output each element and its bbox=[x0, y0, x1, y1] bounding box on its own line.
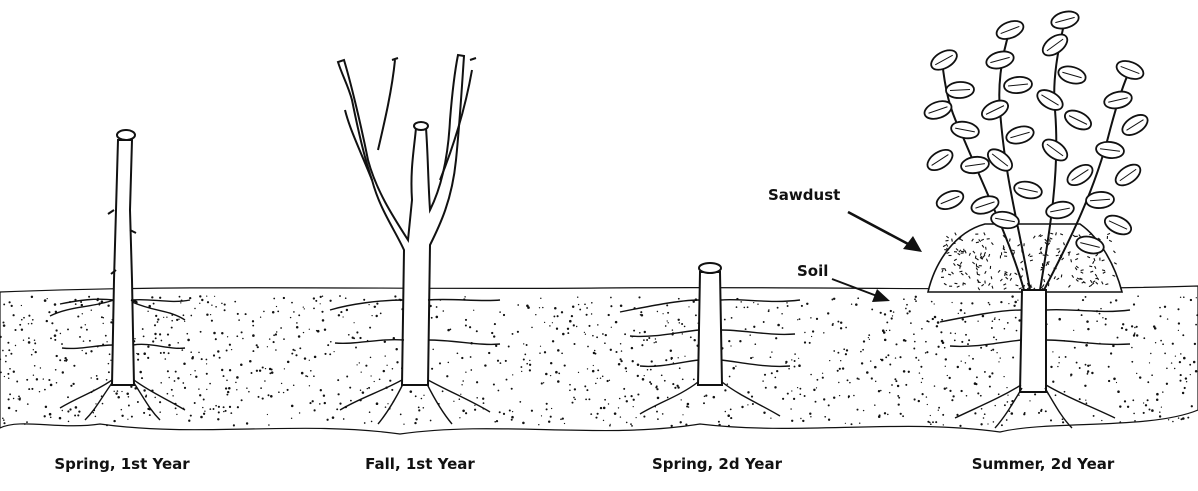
caption-spring-1st-year: Spring, 1st Year bbox=[54, 455, 189, 473]
sawdust-arrow bbox=[848, 212, 922, 252]
caption-fall-1st-year: Fall, 1st Year bbox=[365, 455, 475, 473]
caption-summer-2d-year: Summer, 2d Year bbox=[972, 455, 1115, 473]
soil-label: Soil bbox=[797, 262, 828, 280]
sawdust-label: Sawdust bbox=[768, 186, 840, 204]
caption-spring-2d-year: Spring, 2d Year bbox=[652, 455, 782, 473]
soil-ground bbox=[0, 286, 1198, 434]
